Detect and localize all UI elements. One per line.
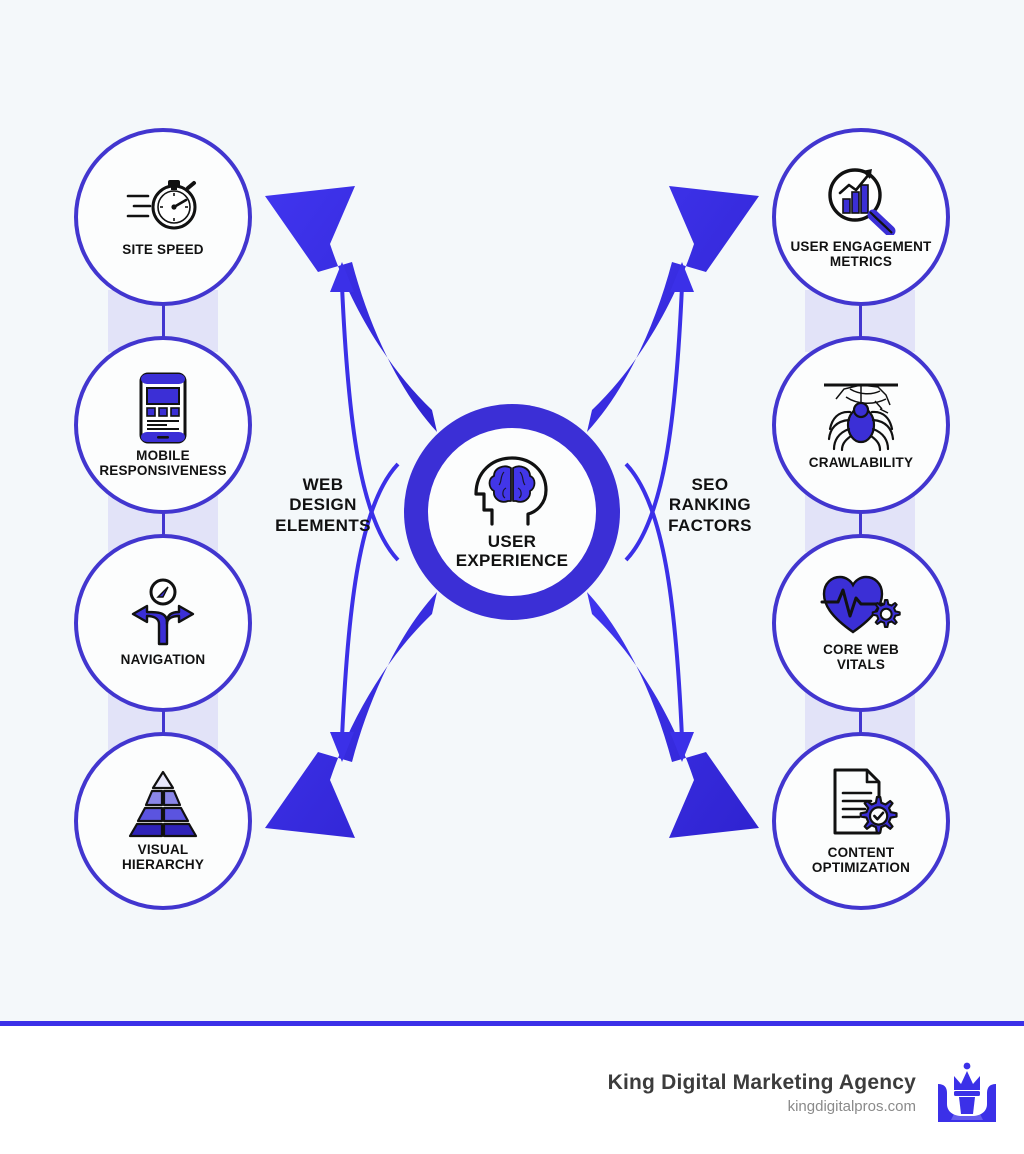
document-gear-check-icon bbox=[833, 768, 898, 835]
node-label: NAVIGATION bbox=[120, 652, 206, 668]
node-label: VISUAL HIERARCHY bbox=[121, 841, 205, 872]
magnifier-chart-icon bbox=[828, 167, 896, 235]
connector-stem-left-2 bbox=[162, 490, 165, 552]
head-brain-icon bbox=[474, 456, 548, 526]
node-label: SITE SPEED bbox=[122, 242, 204, 258]
center-hub-inner: USER EXPERIENCE bbox=[428, 428, 596, 596]
connector-stem-left-1 bbox=[162, 290, 165, 352]
node-content-optimization[interactable]: CONTENT OPTIMIZATION bbox=[772, 732, 950, 910]
group-label-seo-ranking-factors: SEO RANKING FACTORS bbox=[668, 475, 752, 535]
node-visual-hierarchy[interactable]: VISUAL HIERARCHY bbox=[74, 732, 252, 910]
node-label: USER ENGAGEMENT METRICS bbox=[790, 238, 932, 269]
connector-stem-left-3 bbox=[162, 688, 165, 750]
node-site-speed[interactable]: SITE SPEED bbox=[74, 128, 252, 306]
spider-web-icon bbox=[824, 383, 898, 452]
crown-chess-piece-icon bbox=[938, 1062, 996, 1122]
stopwatch-icon bbox=[126, 180, 197, 230]
node-label: MOBILE RESPONSIVENESS bbox=[99, 447, 227, 478]
footer-content: King Digital Marketing Agency kingdigita… bbox=[608, 1060, 1000, 1126]
compass-arrows-icon bbox=[131, 578, 195, 646]
connector-stem-right-2 bbox=[859, 490, 862, 552]
brand-name: King Digital Marketing Agency bbox=[607, 1070, 916, 1094]
group-label-web-design-elements: WEB DESIGN ELEMENTS bbox=[275, 475, 371, 535]
footer-divider bbox=[0, 1021, 1024, 1026]
node-label: CORE WEB VITALS bbox=[823, 641, 899, 672]
node-label: CRAWLABILITY bbox=[808, 455, 914, 471]
connector-stem-right-1 bbox=[859, 290, 862, 352]
node-navigation[interactable]: NAVIGATION bbox=[74, 534, 252, 712]
heartbeat-gear-icon bbox=[820, 575, 901, 634]
pyramid-icon bbox=[128, 770, 198, 837]
footer-text-block: King Digital Marketing Agency kingdigita… bbox=[608, 1071, 916, 1115]
node-crawlability[interactable]: CRAWLABILITY bbox=[772, 336, 950, 514]
node-user-engagement-metrics[interactable]: USER ENGAGEMENT METRICS bbox=[772, 128, 950, 306]
node-label: CONTENT OPTIMIZATION bbox=[811, 844, 911, 875]
node-core-web-vitals[interactable]: CORE WEB VITALS bbox=[772, 534, 950, 712]
footer: King Digital Marketing Agency kingdigita… bbox=[0, 1026, 1024, 1154]
center-hub-label: USER EXPERIENCE bbox=[455, 531, 569, 570]
brand-url: kingdigitalpros.com bbox=[787, 1098, 916, 1116]
center-hub[interactable]: USER EXPERIENCE bbox=[404, 404, 620, 620]
node-mobile-responsiveness[interactable]: MOBILE RESPONSIVENESS bbox=[74, 336, 252, 514]
smartphone-icon bbox=[139, 372, 187, 444]
connector-stem-right-3 bbox=[859, 688, 862, 750]
